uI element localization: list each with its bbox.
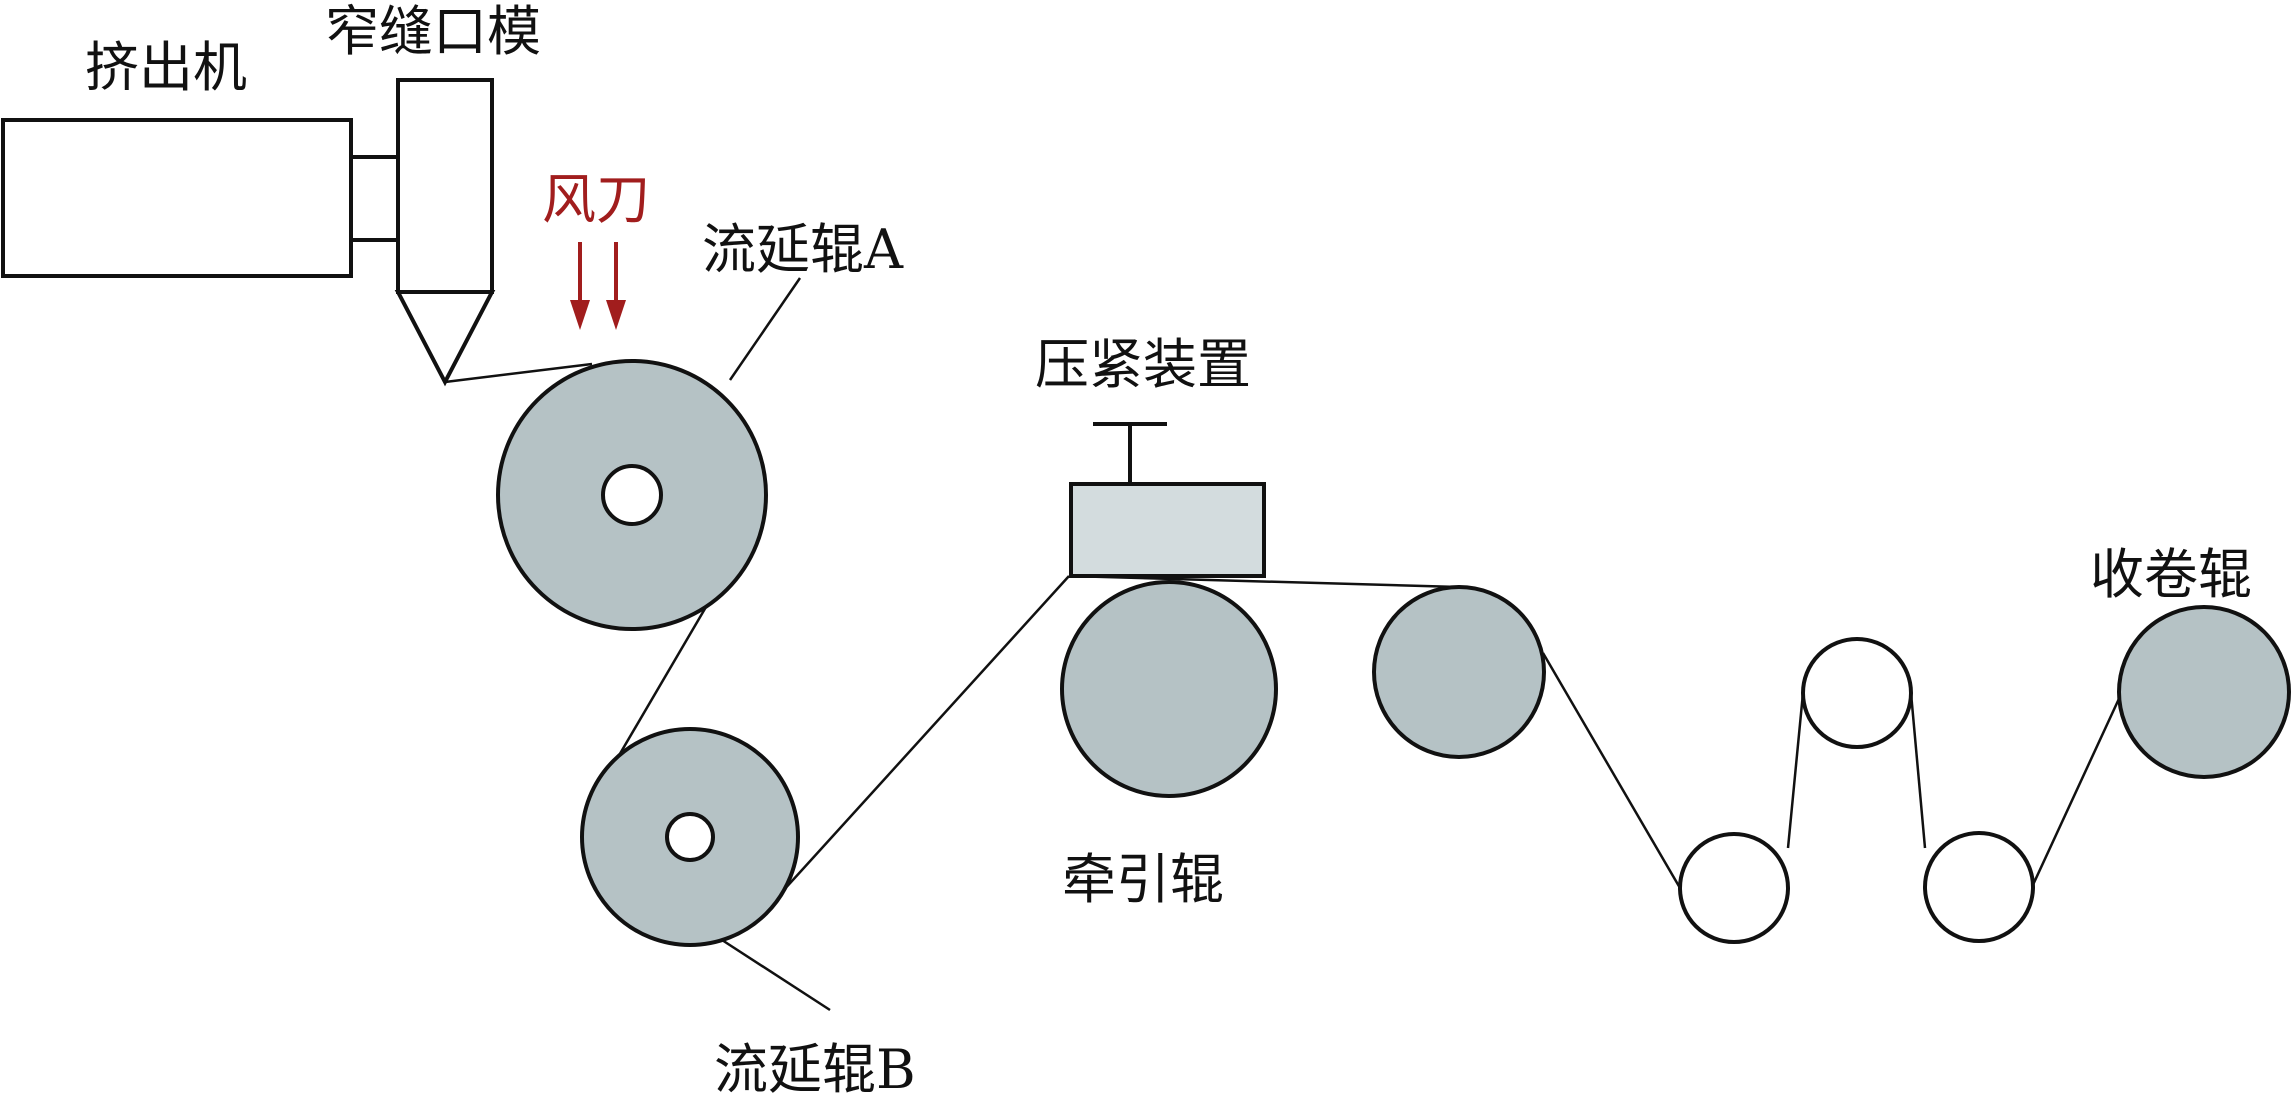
winding-roll [2117, 605, 2291, 779]
label-air-knife: 风刀 [542, 168, 650, 231]
label-winding-roll: 收卷辊 [2090, 543, 2252, 606]
leader-casting-roll-b [721, 938, 831, 1012]
label-press-device: 压紧装置 [1035, 333, 1251, 396]
guide-roll-shaded [1372, 585, 1546, 759]
air-knife-arrowhead-left [570, 300, 590, 330]
air-knife-arrows [570, 242, 626, 330]
label-slot-die: 窄缝口模 [325, 0, 541, 63]
label-casting-roll-b: 流延辊B [714, 1038, 916, 1101]
idler-roll-1 [1678, 832, 1790, 944]
idler-roll-2 [1801, 637, 1913, 749]
extruder-body [1, 118, 353, 278]
haul-off-roll [1060, 580, 1278, 798]
label-casting-roll-a: 流延辊A [702, 218, 904, 281]
label-haul-off-roll: 牵引辊 [1062, 848, 1224, 911]
idler-roll-3 [1923, 831, 2035, 943]
label-extruder: 挤出机 [85, 36, 247, 99]
press-device [1069, 422, 1266, 578]
casting-roll-b-hub [665, 812, 715, 862]
press-device-block [1069, 482, 1266, 578]
slot-die-body [396, 78, 494, 294]
leader-casting-roll-a [728, 277, 802, 381]
casting-roll-a-hub [601, 464, 663, 526]
film-web-path [444, 362, 2125, 893]
casting-roll-a [496, 359, 768, 631]
air-knife-arrowhead-right [606, 300, 626, 330]
casting-roll-b [580, 727, 800, 947]
slot-die-tip [394, 290, 496, 387]
